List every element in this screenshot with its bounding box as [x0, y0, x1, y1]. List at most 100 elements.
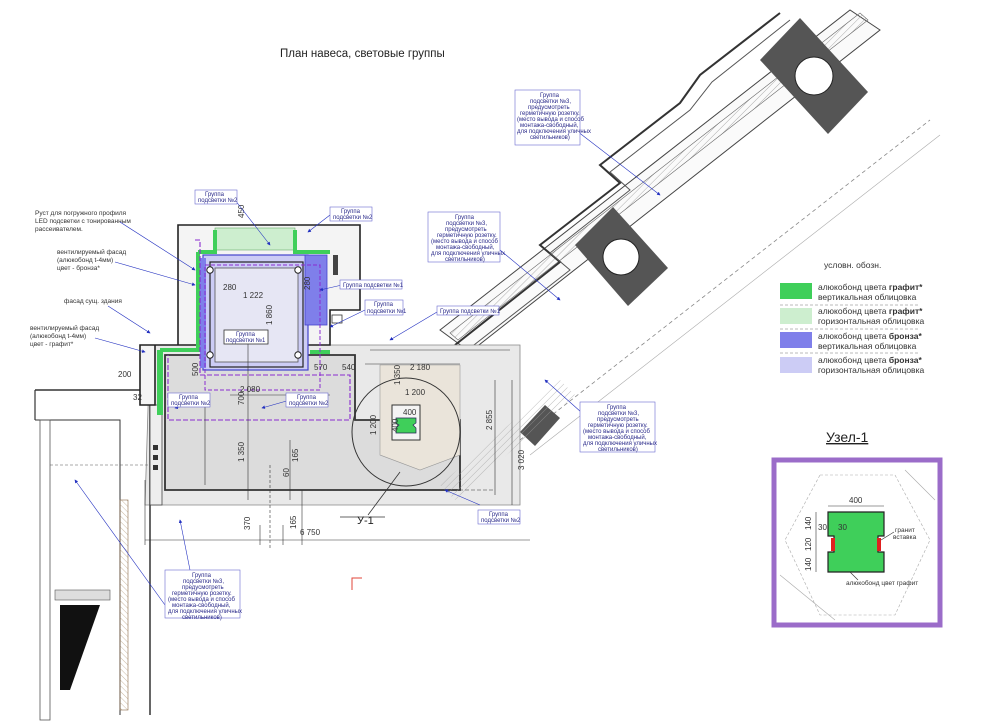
svg-text:140: 140 [804, 516, 813, 530]
svg-text:вставка: вставка [893, 534, 917, 541]
leader-lines [74, 117, 661, 606]
svg-text:светильников): светильников) [445, 257, 485, 263]
node-detail-title: Узел-1 [826, 429, 869, 445]
svg-text:Группа: Группа [374, 302, 394, 308]
svg-text:2 855: 2 855 [485, 409, 494, 430]
svg-text:предусмотреть: предусмотреть [182, 585, 224, 591]
svg-text:140: 140 [804, 557, 813, 571]
svg-text:вертикальная облицовка: вертикальная облицовка [818, 292, 917, 302]
svg-text:подсветки №2: подсветки №2 [333, 214, 373, 221]
legend-swatch [780, 283, 812, 299]
svg-text:для подключения уличных: для подключения уличных [168, 609, 242, 615]
svg-text:подсветки №3,: подсветки №3, [598, 410, 639, 417]
svg-text:(место вывода и способ: (место вывода и способ [583, 429, 650, 435]
node-detail: 400 140 120 140 30 30 гранит вставка алю… [771, 457, 943, 628]
column-with-opening [575, 207, 668, 306]
legend: условн. обозн. алюкобонд цвета графит* в… [780, 260, 924, 375]
svg-text:предусмотреть: предусмотреть [445, 227, 487, 233]
svg-text:Руст для погружного профиля: Руст для погружного профиля [35, 210, 127, 217]
callout-group2-mid: Группа подсветки №2 [285, 392, 329, 408]
legend-item-bronze-vertical: алюкобонд цвета бронза* вертикальная обл… [780, 331, 922, 351]
svg-text:Группа подсветки №1: Группа подсветки №1 [440, 308, 501, 315]
svg-text:Группа: Группа [489, 512, 509, 518]
callout-group1-c: Группа подсветки №1 [436, 305, 501, 316]
svg-text:500: 500 [191, 362, 200, 376]
svg-text:280: 280 [303, 276, 312, 290]
svg-text:гранит: гранит [895, 527, 915, 534]
svg-text:400: 400 [403, 408, 417, 417]
svg-text:165: 165 [291, 448, 300, 462]
svg-text:подсветки №1: подсветки №1 [226, 337, 266, 344]
svg-text:Группа: Группа [455, 215, 475, 221]
svg-text:светильников): светильников) [530, 135, 570, 141]
svg-text:540: 540 [342, 363, 356, 372]
svg-text:Группа: Группа [179, 395, 199, 401]
red-mark [351, 577, 362, 590]
svg-text:LED подсветки с тонированным: LED подсветки с тонированным [35, 218, 131, 225]
legend-item-bronze-horizontal: алюкобонд цвета бронза* горизонтальная о… [780, 355, 924, 375]
node-mark-label: У-1 [357, 515, 374, 527]
svg-text:(место вывода и способ: (место вывода и способ [517, 117, 584, 123]
callout-group1-b: Группа подсветки №1 [364, 299, 407, 316]
svg-text:200: 200 [118, 370, 132, 379]
svg-text:алюкобонд цвета бронза*: алюкобонд цвета бронза* [818, 331, 922, 341]
left-notes: Руст для погружного профиля LED подсветк… [30, 210, 131, 348]
svg-text:вертикальная облицовка: вертикальная облицовка [818, 341, 917, 351]
callout-group2-top: Группа подсветки №2 [194, 189, 238, 205]
svg-text:120: 120 [804, 537, 813, 551]
dimension-labels: 450 280 280 1 222 1 860 570 540 2 180 1 … [118, 204, 526, 537]
svg-text:подсветки №2: подсветки №2 [198, 197, 238, 204]
svg-text:280: 280 [223, 283, 237, 292]
svg-text:алюкобонд цвета графит*: алюкобонд цвета графит* [818, 306, 923, 316]
legend-swatch [780, 308, 812, 324]
svg-text:60: 60 [282, 468, 291, 477]
svg-text:подсветки №3,: подсветки №3, [530, 98, 571, 105]
callout-group2-left: Группа подсветки №2 [167, 392, 211, 408]
svg-text:подсветки №2: подсветки №2 [171, 400, 211, 407]
svg-text:алюкобонд цвет графит: алюкобонд цвет графит [846, 579, 918, 587]
svg-text:герметичную розетку.: герметичную розетку. [588, 423, 648, 429]
svg-text:(место вывода и способ: (место вывода и способ [431, 239, 498, 245]
svg-text:(место вывода и способ: (место вывода и способ [168, 597, 235, 603]
svg-text:Группа: Группа [341, 209, 361, 215]
svg-text:450: 450 [237, 204, 246, 218]
svg-text:алюкобонд цвета графит*: алюкобонд цвета графит* [818, 282, 923, 292]
existing-building-wall [439, 9, 941, 456]
legend-swatch [780, 357, 812, 373]
svg-text:1 350: 1 350 [393, 364, 402, 385]
svg-text:монтажа-свободный,: монтажа-свободный, [172, 602, 231, 609]
svg-text:герметичную розетку.: герметичную розетку. [520, 111, 580, 117]
svg-text:1 860: 1 860 [265, 304, 274, 325]
svg-text:подсветки №3,: подсветки №3, [446, 220, 487, 227]
svg-text:горизонтальная облицовка: горизонтальная облицовка [818, 316, 924, 326]
svg-text:400: 400 [391, 418, 400, 432]
svg-text:монтажа-свободный,: монтажа-свободный, [520, 122, 579, 129]
svg-text:570: 570 [314, 363, 328, 372]
svg-text:1 222: 1 222 [243, 291, 264, 300]
svg-text:Группа подсветки №1: Группа подсветки №1 [343, 282, 404, 289]
svg-text:Группа: Группа [607, 405, 627, 411]
dimension-lines [144, 340, 530, 550]
svg-text:370: 370 [243, 516, 252, 530]
legend-item-graphite-horizontal: алюкобонд цвета графит* горизонтальная о… [780, 306, 924, 326]
svg-text:рассеивателем.: рассеивателем. [35, 226, 83, 233]
callout-group2-right: Группа подсветки №2 [329, 206, 373, 222]
svg-text:светильников): светильников) [182, 615, 222, 621]
svg-text:вентилируемый фасад: вентилируемый фасад [30, 324, 99, 332]
svg-text:400: 400 [849, 496, 863, 505]
callout-group3-bottom: Группа подсветки №3, предусмотреть герме… [164, 569, 242, 621]
svg-text:монтажа-свободный,: монтажа-свободный, [588, 434, 647, 441]
svg-text:условн. обозн.: условн. обозн. [824, 260, 881, 270]
svg-text:2 180: 2 180 [410, 363, 431, 372]
legend-item-graphite-vertical: алюкобонд цвета графит* вертикальная обл… [780, 282, 923, 302]
svg-text:горизонтальная облицовка: горизонтальная облицовка [818, 365, 924, 375]
svg-text:фасад сущ. здания: фасад сущ. здания [64, 298, 122, 305]
svg-text:вентилируемый фасад: вентилируемый фасад [57, 248, 126, 256]
svg-text:светильников): светильников) [598, 447, 638, 453]
svg-text:Группа: Группа [540, 93, 560, 99]
svg-text:подсветки №2: подсветки №2 [289, 400, 329, 407]
svg-text:Группа: Группа [205, 192, 225, 198]
callout-group1-a: Группа подсветки №1 [339, 279, 404, 290]
svg-text:для подключения уличных: для подключения уличных [517, 129, 591, 135]
